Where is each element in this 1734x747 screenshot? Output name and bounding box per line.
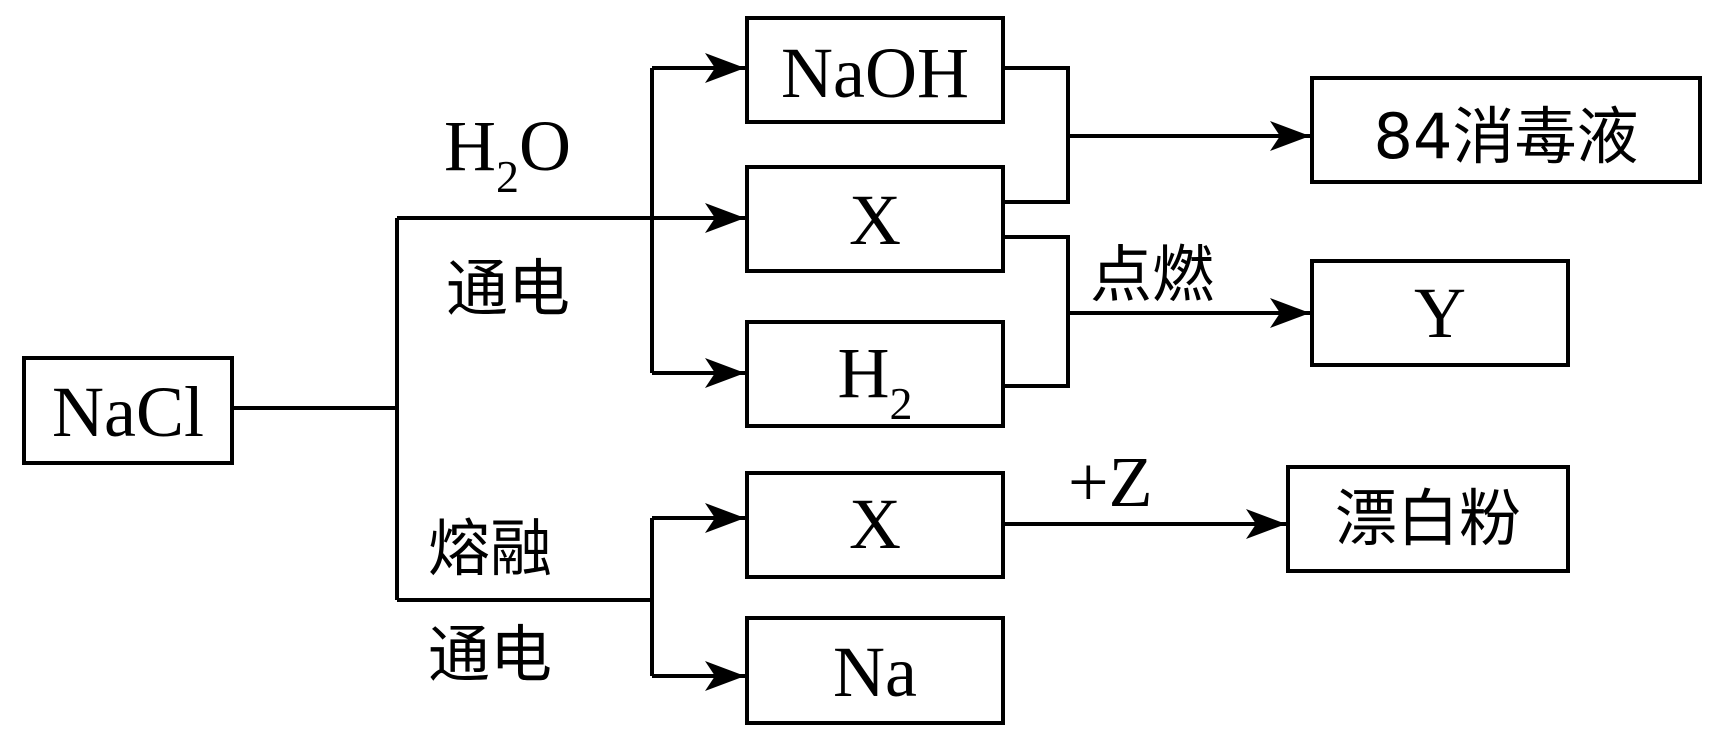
- electrolysis-top-label: 通电: [446, 252, 570, 325]
- node-x-bottom: X: [745, 471, 1005, 579]
- connectors: [230, 53, 1310, 691]
- ignite-label: 点燃: [1090, 238, 1214, 311]
- x-bottom-label: X: [849, 484, 901, 564]
- molten-label: 熔融: [428, 512, 552, 585]
- y-label: Y: [1414, 273, 1466, 353]
- x-h2-combine-line: [1003, 235, 1070, 388]
- disinfectant-label: 84消毒液: [1374, 100, 1639, 173]
- naoh-label: NaOH: [781, 33, 969, 113]
- water-subscript: 2: [496, 151, 519, 202]
- naoh-x-combine-line: [1003, 66, 1070, 204]
- h2-subscript: 2: [890, 378, 913, 429]
- na-label: Na: [833, 632, 917, 712]
- nacl-label: NaCl: [52, 372, 204, 452]
- node-h2: H2: [745, 320, 1005, 429]
- h2-label: H2: [838, 333, 913, 429]
- node-x-top: X: [745, 165, 1005, 273]
- node-nacl: NaCl: [22, 356, 234, 465]
- water-o: O: [519, 106, 571, 186]
- node-na: Na: [745, 616, 1005, 725]
- node-bleach: 漂白粉: [1286, 465, 1570, 573]
- node-disinfectant: 84消毒液: [1310, 76, 1702, 184]
- node-naoh: NaOH: [745, 16, 1005, 124]
- bleach-label: 漂白粉: [1335, 482, 1521, 555]
- electrolysis-bottom-label: 通电: [428, 618, 552, 691]
- x-top-label: X: [849, 180, 901, 260]
- h2-symbol: H: [838, 333, 890, 413]
- plus-z-label: +Z: [1068, 442, 1153, 522]
- water-label: H2O: [444, 106, 571, 202]
- node-y: Y: [1310, 259, 1570, 367]
- water-h: H: [444, 106, 496, 186]
